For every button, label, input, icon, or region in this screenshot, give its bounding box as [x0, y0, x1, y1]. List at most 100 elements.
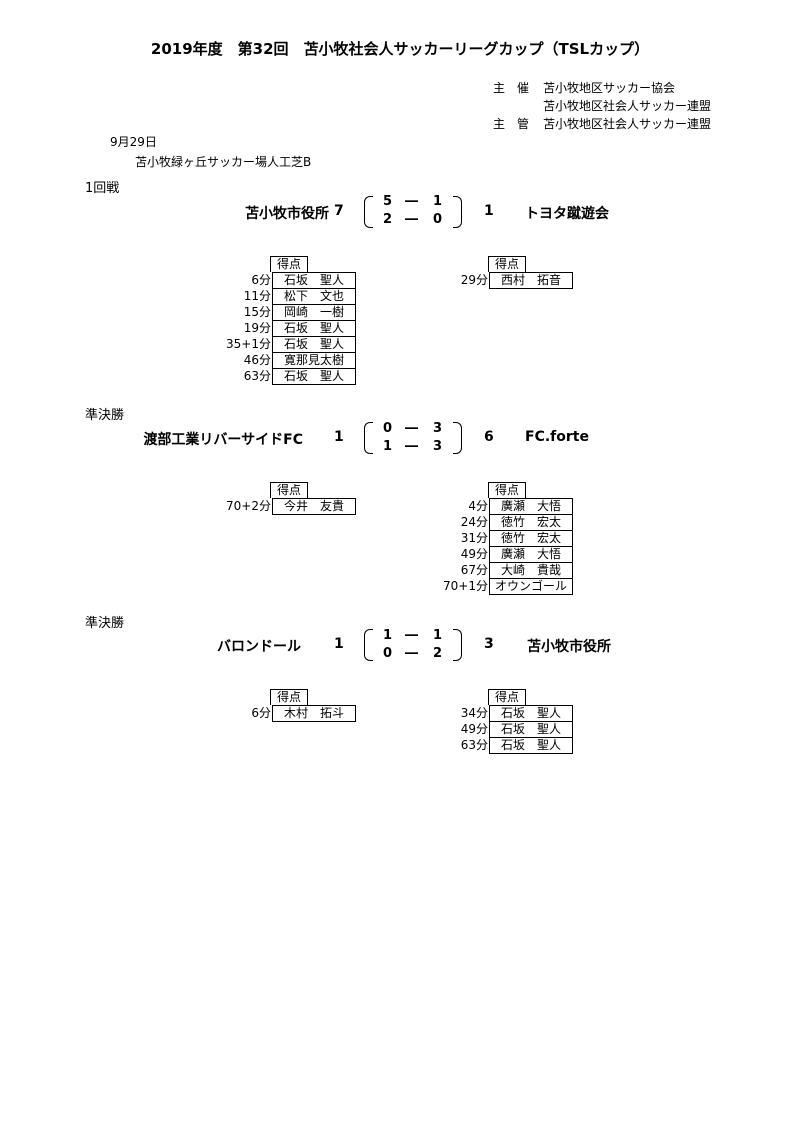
scorer-name: 徳竹 宏太: [489, 530, 573, 547]
h1-home: 0: [383, 421, 393, 436]
scorer-row: 11分松下 文也: [223, 288, 356, 305]
scorer-row: 31分徳竹 宏太: [440, 530, 573, 547]
scorer-row: 49分石坂 聖人: [440, 721, 573, 738]
manage-label: 主 管: [493, 117, 530, 131]
scorer-row: 34分石坂 聖人: [440, 705, 573, 722]
scorer-name: 廣瀬 大悟: [489, 546, 573, 563]
scorer-row: 49分廣瀬 大悟: [440, 546, 573, 563]
h2-away: 2: [433, 646, 443, 661]
scorers-table: 70+2分今井 友貴: [223, 498, 356, 515]
goal-minute: 19分: [243, 321, 271, 335]
scorer-row: 19分石坂 聖人: [223, 320, 356, 337]
scorer-name: 岡崎 一樹: [272, 304, 356, 321]
dash: ―: [405, 421, 418, 436]
scorer-name: 西村 拓音: [489, 272, 573, 289]
scorer-row: 67分大崎 貴哉: [440, 562, 573, 579]
host-name-2: 苫小牧地区社会人サッカー連盟: [543, 99, 712, 113]
goal-minute: 31分: [460, 531, 488, 545]
goal-minute: 63分: [460, 738, 488, 752]
scorer-name: 石坂 聖人: [272, 320, 356, 337]
scorer-row: 70+1分オウンゴール: [440, 578, 573, 595]
scorer-name: オウンゴール: [489, 578, 573, 595]
scorer-name: 石坂 聖人: [272, 336, 356, 353]
home-scorers: 得点 6分木村 拓斗: [223, 689, 356, 722]
scorer-row: 6分木村 拓斗: [223, 705, 356, 722]
scorers-table: 29分西村 拓音: [440, 272, 573, 289]
away-team: 苫小牧市役所: [527, 639, 611, 655]
goal-minute: 49分: [460, 722, 488, 736]
scorers-header: 得点: [270, 689, 308, 705]
scorer-name: 木村 拓斗: [272, 705, 356, 722]
scorer-row: 15分岡崎 一樹: [223, 304, 356, 321]
scorer-row: 35+1分石坂 聖人: [223, 336, 356, 353]
scorer-name: 松下 文也: [272, 288, 356, 305]
scorers-header: 得点: [270, 482, 308, 498]
away-total: 6: [484, 429, 494, 445]
h2-home: 2: [383, 212, 393, 227]
round-label: 準決勝: [85, 616, 125, 631]
bracket-right: [453, 422, 462, 454]
away-total: 3: [484, 636, 494, 652]
scorer-row: 63分石坂 聖人: [440, 737, 573, 754]
scorer-name: 大崎 貴哉: [489, 562, 573, 579]
scorers-table: 6分木村 拓斗: [223, 705, 356, 722]
scorer-row: 24分徳竹 宏太: [440, 514, 573, 531]
home-team: バロンドール: [217, 639, 301, 655]
round-label: 1回戦: [85, 181, 120, 196]
h1-home: 1: [383, 628, 393, 643]
bracket-left: [364, 196, 373, 228]
scorer-row: 29分西村 拓音: [440, 272, 573, 289]
h2-home: 1: [383, 439, 393, 454]
h1-home: 5: [383, 194, 393, 209]
scorers-header: 得点: [488, 256, 526, 272]
host-name: 苫小牧地区サッカー協会: [543, 81, 676, 95]
goal-minute: 29分: [460, 273, 488, 287]
dash: ―: [405, 212, 418, 227]
scorer-name: 石坂 聖人: [272, 272, 356, 289]
host-label: 主 催: [493, 81, 530, 95]
goal-minute: 70+1分: [443, 579, 488, 593]
scorer-row: 4分廣瀬 大悟: [440, 498, 573, 515]
goal-minute: 63分: [243, 369, 271, 383]
goal-minute: 6分: [251, 706, 271, 720]
home-team: 苫小牧市役所: [245, 206, 329, 222]
home-team: 渡部工業リバーサイドFC: [143, 432, 303, 448]
scorer-row: 70+2分今井 友貴: [223, 498, 356, 515]
page-title: 2019年度 第32回 苫小牧社会人サッカーリーグカップ（TSLカップ）: [150, 40, 650, 58]
goal-minute: 4分: [468, 499, 488, 513]
dash: ―: [405, 439, 418, 454]
bracket-left: [364, 422, 373, 454]
h2-home: 0: [383, 646, 393, 661]
scorer-name: 石坂 聖人: [272, 368, 356, 385]
goal-minute: 35+1分: [226, 337, 271, 351]
scorer-name: 石坂 聖人: [489, 705, 573, 722]
h2-away: 3: [433, 439, 443, 454]
dash: ―: [405, 646, 418, 661]
home-total: 1: [334, 429, 344, 445]
goal-minute: 70+2分: [226, 499, 271, 513]
away-scorers: 得点 29分西村 拓音: [440, 256, 573, 289]
scorers-header: 得点: [270, 256, 308, 272]
h1-away: 1: [433, 628, 443, 643]
h2-away: 0: [433, 212, 443, 227]
match-date: 9月29日: [110, 135, 157, 149]
goal-minute: 6分: [251, 273, 271, 287]
scorer-row: 6分石坂 聖人: [223, 272, 356, 289]
goal-minute: 67分: [460, 563, 488, 577]
away-team: FC.forte: [525, 429, 589, 445]
bracket-right: [453, 629, 462, 661]
h1-away: 1: [433, 194, 443, 209]
away-total: 1: [484, 203, 494, 219]
scorer-name: 石坂 聖人: [489, 737, 573, 754]
away-team: トヨタ蹴遊会: [525, 206, 609, 222]
home-total: 7: [334, 203, 344, 219]
scorer-name: 寛那見太樹: [272, 352, 356, 369]
home-scorers: 得点 70+2分今井 友貴: [223, 482, 356, 515]
goal-minute: 49分: [460, 547, 488, 561]
goal-minute: 11分: [243, 289, 271, 303]
goal-minute: 34分: [460, 706, 488, 720]
